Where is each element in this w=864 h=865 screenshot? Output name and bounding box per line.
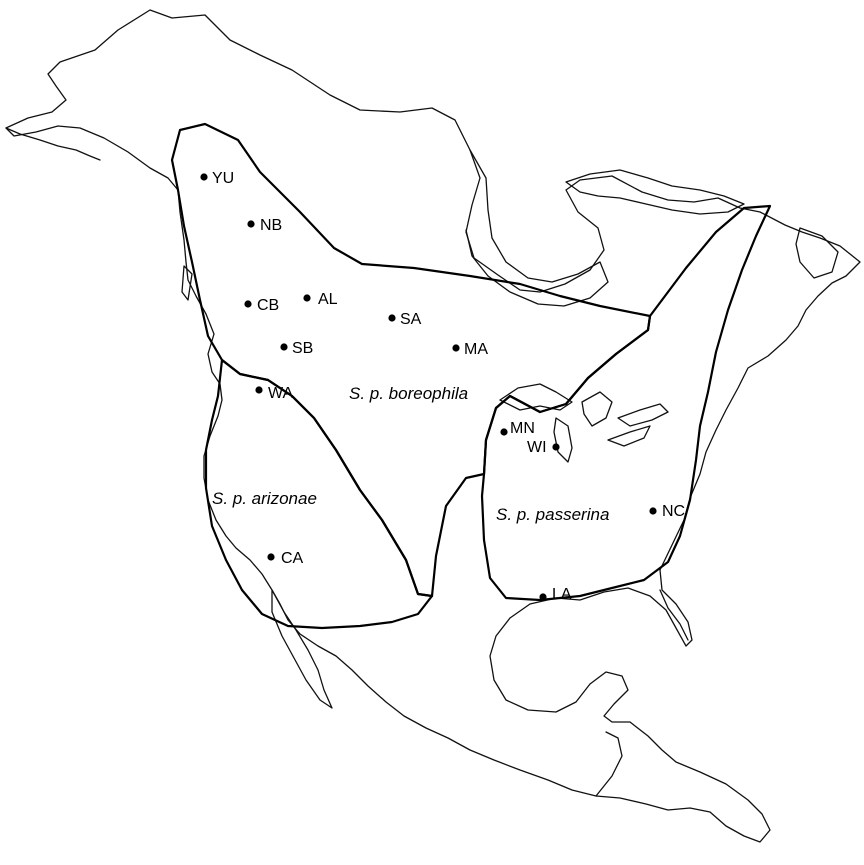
subspecies-label-passerina: S. p. passerina (496, 505, 609, 524)
site-marker (200, 173, 208, 181)
site-wi: WI (527, 439, 560, 456)
site-marker (303, 294, 311, 302)
site-label: AL (318, 291, 338, 308)
site-label: WA (268, 385, 294, 402)
site-label: NC (662, 503, 685, 520)
site-marker (552, 443, 560, 451)
site-marker (500, 428, 508, 436)
range-boundary-boreophila (170, 122, 652, 598)
site-cb: CB (244, 297, 279, 314)
site-marker (255, 386, 263, 394)
site-marker (247, 220, 255, 228)
site-marker (388, 314, 396, 322)
site-label: CB (257, 297, 279, 314)
site-marker (649, 507, 657, 515)
site-label: YU (212, 170, 234, 187)
site-label: MA (464, 341, 488, 358)
site-marker (539, 593, 547, 601)
range-boundary-passerina (480, 204, 772, 602)
site-label: NB (260, 217, 282, 234)
site-label: SB (292, 340, 313, 357)
site-label: CA (281, 550, 304, 567)
site-sb: SB (280, 340, 313, 357)
subspecies-label-boreophila: S. p. boreophila (349, 384, 468, 403)
site-label: LA (552, 586, 572, 603)
site-ca: CA (267, 550, 304, 567)
site-yu: YU (200, 170, 234, 187)
site-nb: NB (247, 217, 282, 234)
site-label: WI (527, 439, 547, 456)
site-marker (452, 344, 460, 352)
site-sa: SA (388, 311, 422, 328)
sampling-sites: YU NB CB AL SA SB MA WA (200, 170, 685, 603)
site-wa: WA (255, 385, 294, 402)
site-label: MN (510, 420, 535, 437)
site-la: LA (539, 586, 572, 603)
site-ma: MA (452, 341, 488, 358)
subspecies-labels: S. p. boreophila S. p. arizonae S. p. pa… (212, 384, 609, 524)
site-label: SA (400, 311, 422, 328)
subspecies-label-arizonae: S. p. arizonae (212, 489, 317, 508)
site-marker (244, 300, 252, 308)
site-marker (280, 343, 288, 351)
site-marker (267, 553, 275, 561)
coastline-outline (5, 9, 861, 843)
site-nc: NC (649, 503, 685, 520)
site-al: AL (303, 291, 338, 308)
range-boundary-arizonae (204, 358, 434, 630)
site-mn: MN (500, 420, 535, 437)
range-boundaries (170, 122, 772, 630)
